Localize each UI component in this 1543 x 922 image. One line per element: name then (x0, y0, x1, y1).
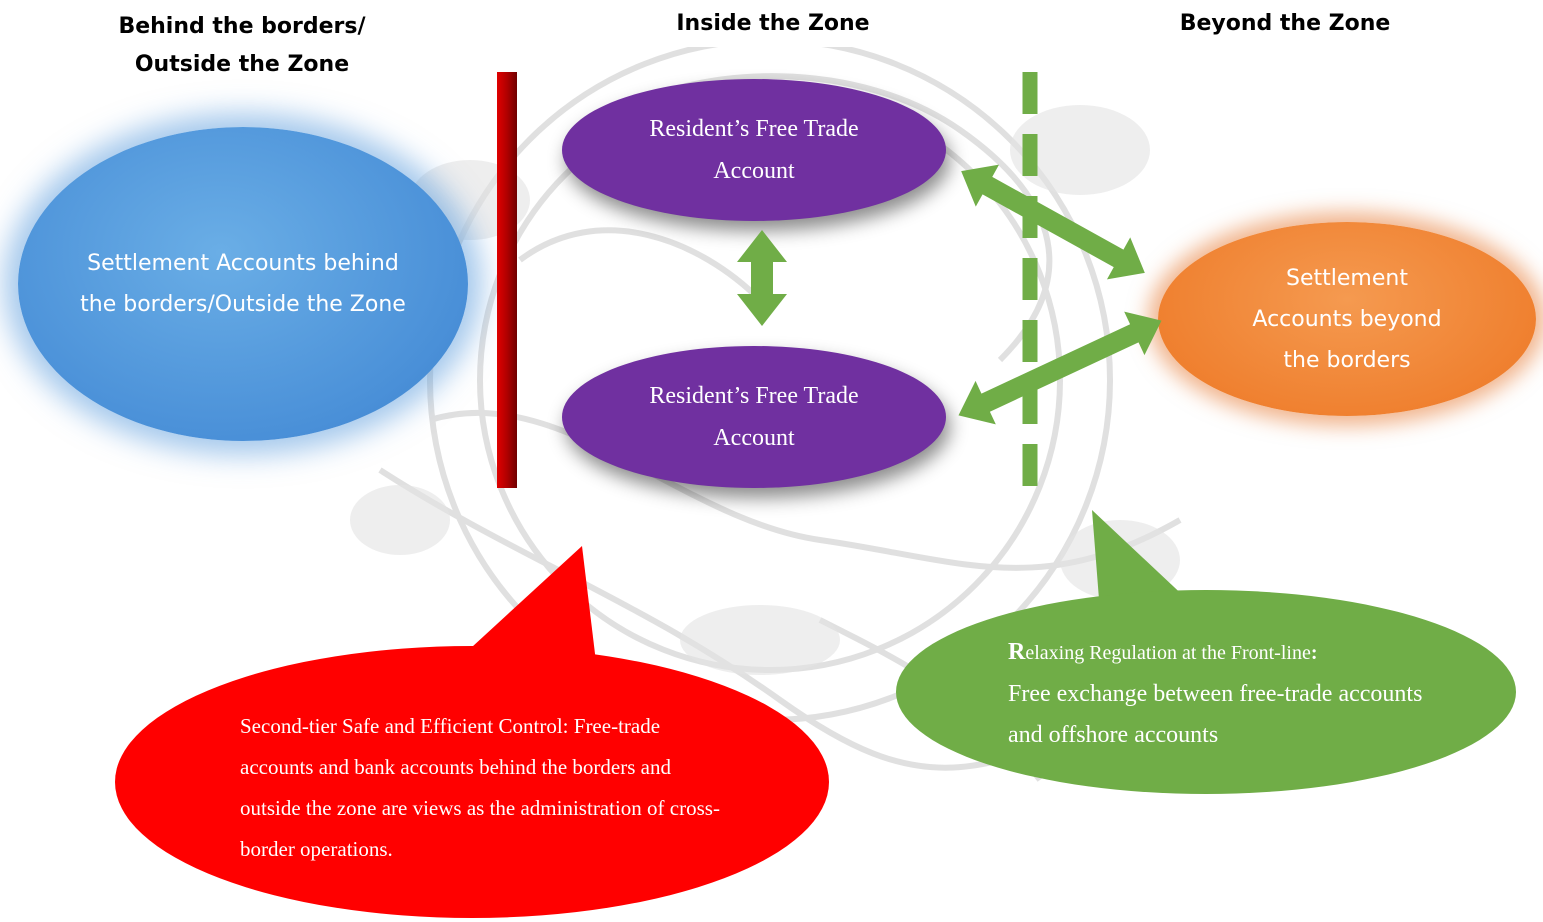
node-settlement-beyond-borders: Settlement Accounts beyond the borders (1158, 222, 1536, 416)
header-inside-zone: Inside the Zone (663, 5, 883, 47)
callout-green-body: Free exchange between free-trade account… (1008, 681, 1423, 748)
callout-green-title: Relaxing Regulation at the Front-line: (1008, 632, 1428, 674)
header-inside-zone-label: Inside the Zone (676, 11, 870, 36)
header-beyond-zone: Beyond the Zone (1160, 5, 1410, 47)
node-settlement-beyond-borders-label: Settlement Accounts beyond the borders (1252, 265, 1442, 373)
callout-green-front-line (896, 510, 1516, 794)
header-beyond-zone-label: Beyond the Zone (1179, 11, 1391, 36)
node-settlement-behind-borders: Settlement Accounts behind the borders/O… (18, 127, 468, 441)
node-settlement-behind-borders-label: Settlement Accounts behind the borders/O… (80, 251, 406, 317)
double-arrow-top-to-beyond (961, 164, 1145, 280)
callout-green-text: Relaxing Regulation at the Front-line: F… (1008, 632, 1428, 756)
node-free-trade-account-bottom: Resident’s Free Trade Account (562, 346, 946, 488)
header-behind-borders: Behind the borders/ Outside the Zone (92, 8, 392, 100)
node-free-trade-account-top: Resident’s Free Trade Account (562, 79, 946, 221)
header-behind-borders-label: Behind the borders/ Outside the Zone (118, 14, 366, 77)
node-free-trade-account-bottom-label: Resident’s Free Trade Account (649, 383, 859, 451)
node-free-trade-account-top-label: Resident’s Free Trade Account (649, 116, 859, 184)
callout-green-initial: R (1008, 639, 1026, 665)
callout-green-colon: : (1310, 642, 1318, 664)
callout-green-title-rest: elaxing Regulation at the Front-line (1025, 642, 1311, 664)
double-arrow-bottom-to-beyond (958, 311, 1162, 425)
callout-red-second-tier (115, 546, 829, 918)
border-line-red (497, 72, 517, 488)
callout-red-text: Second-tier Safe and Efficient Control: … (240, 706, 720, 870)
callout-red-body: Second-tier Safe and Efficient Control: … (240, 714, 720, 861)
double-arrow-vertical (737, 230, 787, 326)
